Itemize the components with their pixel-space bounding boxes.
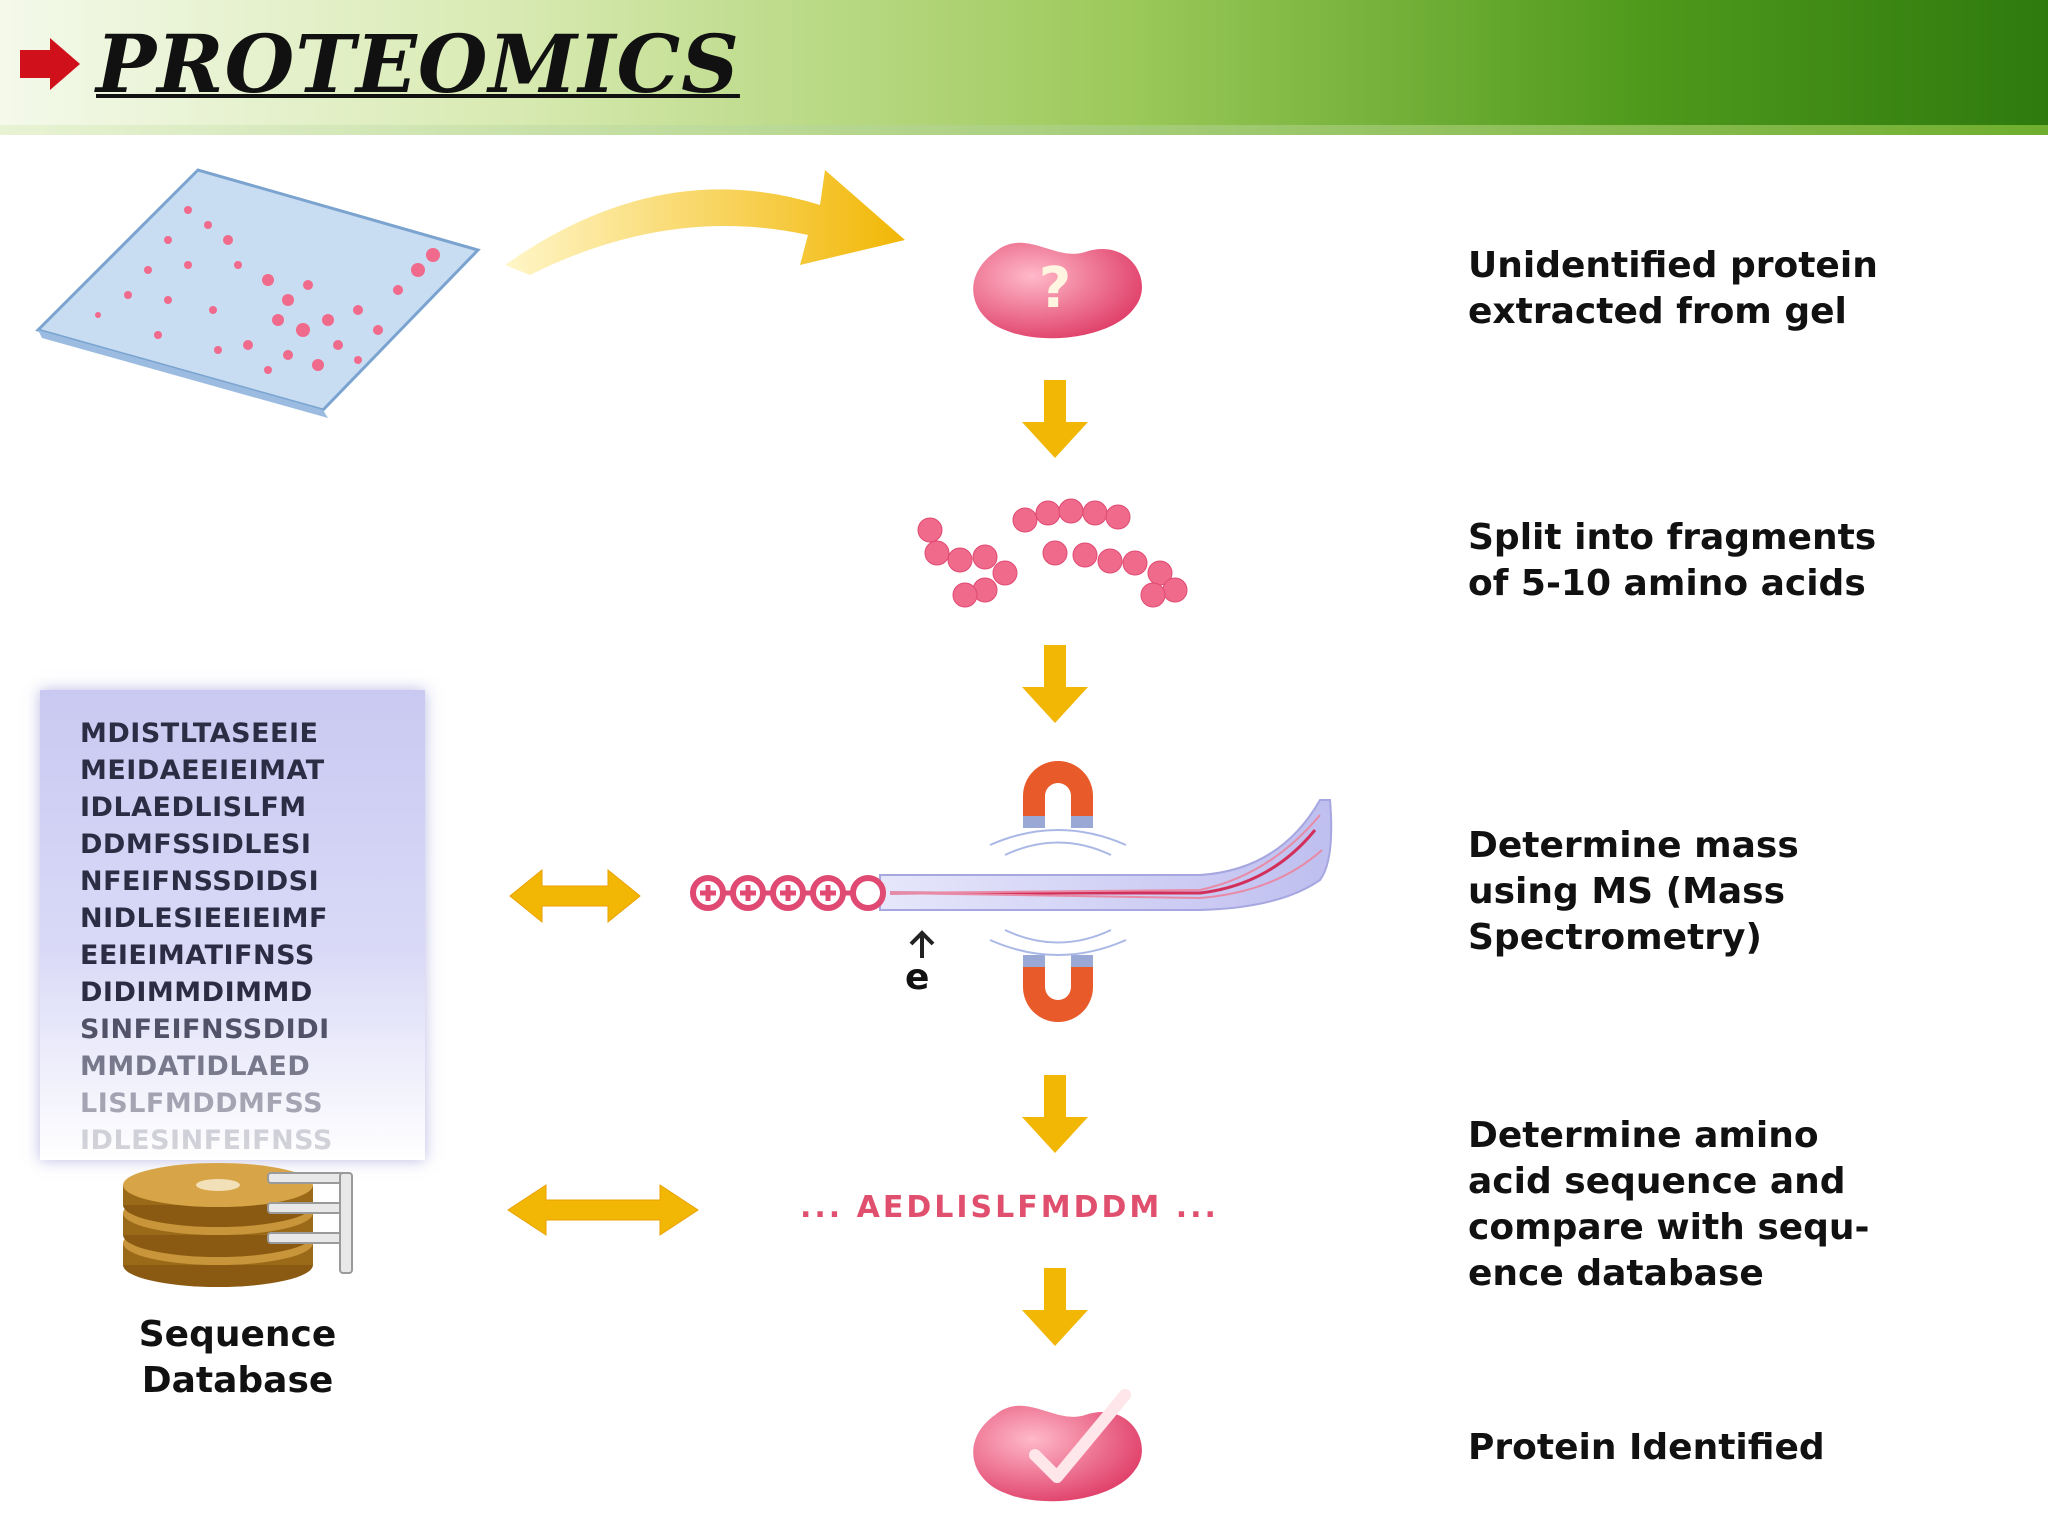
question-mark: ? bbox=[1039, 256, 1071, 321]
double-arrow-icon bbox=[509, 868, 641, 924]
page-title: PROTEOMICS bbox=[96, 17, 740, 111]
magnet-icon bbox=[1023, 761, 1093, 828]
step-5-label: Protein Identified bbox=[1468, 1427, 1825, 1468]
sequence-line: LISLFMDDMFSS bbox=[80, 1088, 324, 1119]
electron-label: e bbox=[905, 957, 930, 998]
curved-arrow-icon bbox=[505, 170, 905, 275]
gel-plate-icon bbox=[35, 168, 481, 418]
mass-spectrometer-icon bbox=[690, 799, 1333, 956]
sequence-line: NFEIFNSSDIDSI bbox=[80, 866, 320, 897]
sequence-line: MMDATIDLAED bbox=[80, 1051, 311, 1082]
down-arrow-icon bbox=[1022, 380, 1088, 458]
sequence-line: NIDLESIEEIEIMF bbox=[80, 903, 328, 934]
down-arrow-icon bbox=[1022, 1075, 1088, 1153]
down-arrow-icon bbox=[1022, 1268, 1088, 1346]
protein-unknown-icon: ? bbox=[973, 242, 1142, 339]
sequence-line: DIDIMMDIMMD bbox=[80, 977, 313, 1008]
disk-stack-icon bbox=[123, 1163, 353, 1287]
sequence-list-panel bbox=[40, 690, 425, 1160]
double-arrow-icon bbox=[507, 1184, 699, 1236]
sequence-line: EEIEIMATIFNSS bbox=[80, 940, 315, 971]
sequence-line: IDLESINFEIFNSS bbox=[80, 1125, 333, 1156]
checkmark-icon bbox=[1029, 1389, 1131, 1483]
fragment-sequence: ... AEDLISLFMDDM ... bbox=[800, 1190, 1219, 1225]
sequence-line: MEIDAEEIEIMAT bbox=[80, 755, 325, 786]
fragments-icon bbox=[917, 498, 1188, 608]
sequence-line: MDISTLTASEEIE bbox=[80, 718, 319, 749]
electron-arrow-icon bbox=[909, 930, 935, 958]
bullet-arrow-icon bbox=[20, 38, 80, 90]
slide-header bbox=[0, 0, 2048, 135]
sequence-line: SINFEIFNSSDIDI bbox=[80, 1014, 330, 1045]
magnet-icon bbox=[1023, 955, 1093, 1022]
sequence-line: DDMFSSIDLESI bbox=[80, 829, 312, 860]
sequence-line: IDLAEDLISLFM bbox=[80, 792, 307, 823]
protein-identified-icon bbox=[973, 1389, 1142, 1502]
down-arrow-icon bbox=[1022, 645, 1088, 723]
